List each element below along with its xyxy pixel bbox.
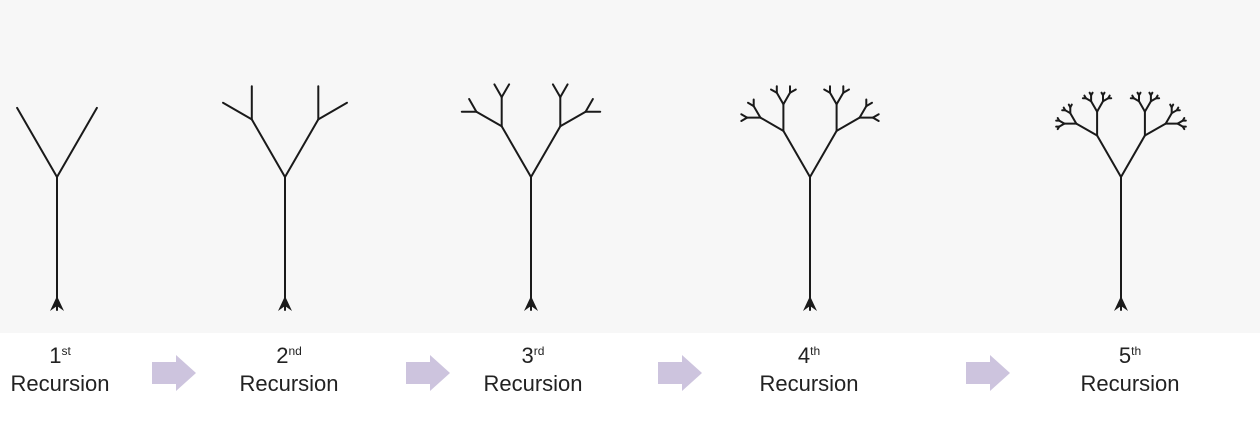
tree-branch: [1149, 97, 1158, 103]
tree-branch: [782, 91, 791, 106]
tree-branch: [1176, 122, 1184, 128]
tree-branch: [1102, 91, 1106, 97]
tree-branch: [584, 98, 594, 113]
tree-branch: [1131, 94, 1135, 100]
tree-branch: [284, 118, 320, 178]
tree-branch: [1120, 134, 1146, 178]
step-label-5: 5th Recursion: [1080, 343, 1180, 396]
tree-branch: [1149, 91, 1154, 97]
tree-branch: [250, 118, 286, 178]
tree-branch: [1096, 100, 1104, 113]
tree-branch: [1090, 100, 1099, 113]
right-arrow-icon: [406, 355, 450, 391]
tree-branch: [222, 101, 253, 121]
tree-base-arrowhead: [803, 296, 817, 311]
tree-branch: [1143, 122, 1167, 137]
tree-branch: [1083, 94, 1087, 100]
fractal-trees: [16, 83, 1187, 311]
tree-branch: [1090, 91, 1094, 97]
tree-branch: [858, 105, 868, 119]
tree-branch: [835, 116, 861, 132]
tree-branch: [782, 129, 811, 178]
tree-branch: [789, 88, 797, 94]
diagram-canvas: [16, 83, 1187, 311]
tree-branch: [500, 125, 532, 178]
step-label-2: 2nd Recursion: [239, 343, 339, 396]
tree-branch: [752, 105, 762, 119]
tree-branch: [809, 129, 838, 178]
tree-branch: [759, 116, 785, 132]
tree-branch: [775, 91, 785, 106]
tree-branch: [493, 83, 503, 99]
tree-branch: [551, 83, 562, 99]
tree-branch: [1102, 97, 1110, 103]
right-arrow-icon: [658, 355, 702, 391]
tree-branch: [871, 116, 880, 122]
step-label-4: 4th Recursion: [759, 343, 859, 396]
tree-branch: [1075, 122, 1099, 137]
tree-branch: [475, 110, 503, 128]
tree-base-arrowhead: [1114, 296, 1128, 311]
tree-branch: [16, 106, 58, 178]
step-label-1: 1st Recursion: [10, 343, 110, 396]
tree-base-arrowhead: [278, 296, 292, 311]
tree-branch: [1181, 125, 1186, 131]
tree-branch: [559, 110, 587, 128]
tree-branch: [468, 98, 478, 113]
tree-branch: [1056, 117, 1061, 122]
tree-branch: [835, 91, 845, 106]
right-arrow-icon: [966, 355, 1010, 391]
tree-branch: [1138, 91, 1142, 97]
tree-base-arrowhead: [50, 296, 64, 311]
tree-branch: [1164, 112, 1173, 125]
tree-branch: [56, 106, 98, 178]
tree-branch: [530, 125, 562, 178]
tree-branch: [842, 88, 850, 94]
tree-branch: [865, 101, 873, 108]
tree-branch: [1096, 134, 1122, 178]
right-arrow-icon: [152, 355, 196, 391]
tree-branch: [1069, 112, 1078, 125]
tree-branch: [500, 83, 511, 99]
tree-branch: [1058, 119, 1066, 125]
tree-branch: [559, 83, 569, 99]
tree-branch: [1143, 100, 1152, 113]
tree-branch: [1170, 103, 1175, 109]
tree-branch: [829, 91, 838, 106]
tree-branch: [1069, 103, 1073, 109]
tree-branch: [317, 101, 348, 121]
tree-branch: [1138, 100, 1146, 113]
step-label-3: 3rd Recursion: [483, 343, 583, 396]
tree-base-arrowhead: [524, 296, 538, 311]
tree-branch: [1062, 106, 1067, 112]
tree-branch: [740, 113, 749, 119]
